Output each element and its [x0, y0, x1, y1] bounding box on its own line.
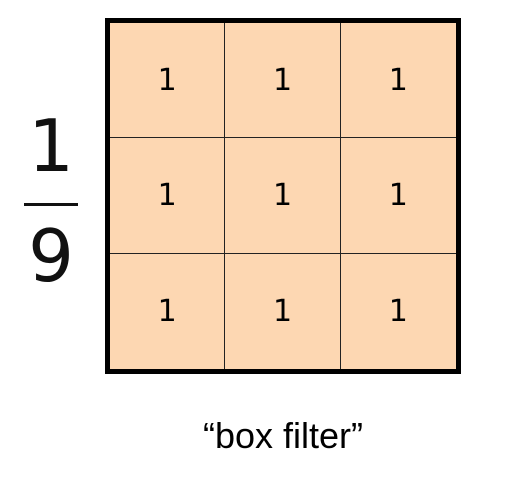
kernel-cell: 1 [225, 23, 341, 139]
caption: “box filter” [202, 415, 364, 456]
kernel-cell: 1 [225, 253, 341, 369]
kernel-grid: 1 1 1 1 1 1 1 1 1 [105, 18, 461, 374]
kernel-cell: 1 [110, 138, 226, 254]
kernel-cell: 1 [340, 23, 456, 139]
kernel-cell: 1 [340, 138, 456, 254]
kernel-cell: 1 [225, 138, 341, 254]
kernel-cell: 1 [340, 253, 456, 369]
scale-fraction: 1 9 [18, 100, 84, 300]
fraction-bar [24, 203, 78, 206]
kernel-cell: 1 [110, 253, 226, 369]
fraction-numerator: 1 [28, 104, 74, 188]
kernel-cell: 1 [110, 23, 226, 139]
fraction-denominator: 9 [28, 214, 74, 298]
